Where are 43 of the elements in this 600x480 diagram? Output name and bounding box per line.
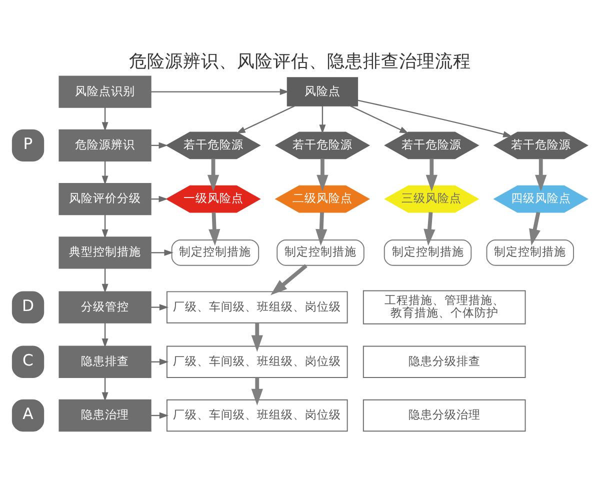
node-box: 制定控制措施	[486, 240, 574, 266]
arrow	[424, 212, 436, 246]
node-box: 隐患排查	[58, 346, 152, 378]
node-box: 隐患治理	[58, 399, 152, 432]
arrow	[151, 249, 174, 256]
arrow	[270, 264, 308, 296]
arrow	[251, 322, 263, 352]
node-box: 厂级、车间级、班组级、岗位级	[166, 399, 348, 432]
arrow	[102, 322, 108, 348]
arrow	[102, 214, 108, 239]
arrow	[236, 105, 295, 134]
node-box: 隐患分级治理	[362, 399, 526, 432]
arrow	[102, 161, 108, 185]
arrow	[426, 158, 438, 192]
diagram-title: 危险源辨识、风险评估、隐患排查治理流程	[129, 52, 472, 72]
arrow	[319, 106, 326, 134]
arrow	[102, 107, 108, 132]
arrow	[151, 304, 169, 310]
arrow	[102, 378, 108, 402]
node-box: 风险点识别	[58, 76, 152, 108]
arrow	[208, 212, 220, 246]
arrow	[350, 105, 409, 134]
node-box: 厂级、车间级、班组级、岗位级	[166, 291, 348, 324]
arrow	[102, 268, 108, 294]
node-box: 制定控制措施	[171, 240, 260, 266]
arrow	[535, 158, 547, 192]
arrow	[251, 378, 263, 406]
node-box: 制定控制措施	[276, 240, 364, 266]
node-box: 工程措施、管理措施、教育措施、个体防护	[362, 290, 526, 324]
node-box: 风险评价分级	[58, 182, 152, 216]
arrow	[207, 158, 220, 192]
node-box: 制定控制措施	[384, 240, 472, 266]
arrow	[529, 212, 540, 246]
node-box: 隐患分级排查	[362, 346, 526, 378]
arrow	[150, 88, 290, 96]
arrow	[316, 158, 328, 192]
arrow	[358, 100, 512, 138]
node-box: 风险点	[286, 77, 358, 106]
arrow	[316, 212, 328, 246]
node-box: 厂级、车间级、班组级、岗位级	[166, 346, 348, 378]
node-box: 典型控制措施	[58, 236, 152, 269]
node-box: 分级管控	[58, 291, 152, 324]
node-box: 危险源辨识	[58, 129, 152, 162]
